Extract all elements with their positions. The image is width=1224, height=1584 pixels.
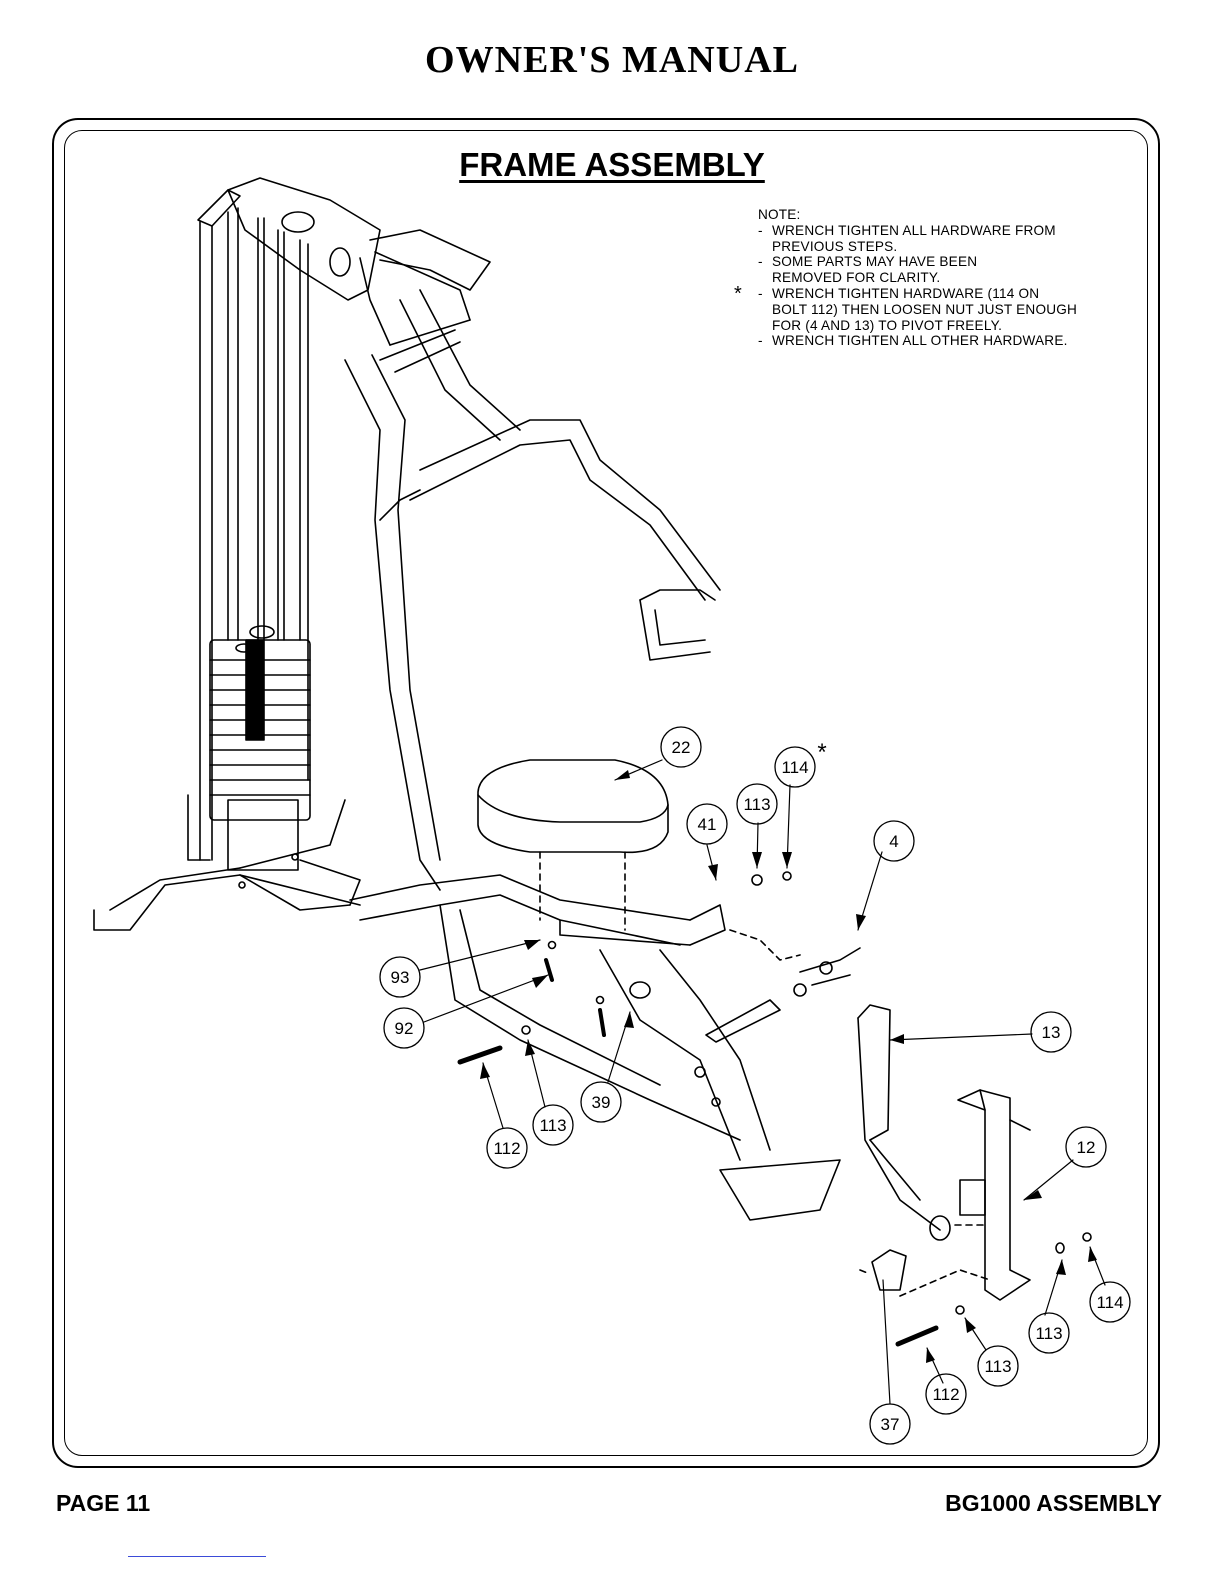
note-line: PREVIOUS STEPS. (772, 238, 898, 254)
callout-114 (774, 746, 816, 788)
callout-leaders (419, 759, 1106, 1405)
callout-label: 113 (1035, 1324, 1062, 1343)
note-item: * - WRENCH TIGHTEN HARDWARE (114 ON BOLT… (734, 284, 1138, 333)
weight-stack-plates (209, 625, 311, 871)
lower-frame (349, 874, 841, 1221)
note-item: - WRENCH TIGHTEN ALL HARDWARE FROM PREVI… (758, 223, 1138, 255)
weight-stack-tower (197, 189, 309, 861)
callout-label: 4 (889, 832, 898, 851)
product-footer: BG1000 ASSEMBLY (945, 1490, 1162, 1516)
callout-label: 113 (743, 795, 770, 814)
callout-4 (873, 820, 915, 862)
callout-37 (869, 1403, 911, 1445)
callout-label: 113 (984, 1357, 1011, 1376)
note-line: FOR (4 AND 13) TO PIVOT FREELY. (772, 317, 1003, 333)
callout-label: 37 (881, 1415, 900, 1434)
callout-label: 92 (395, 1019, 414, 1038)
callout-112 (486, 1127, 528, 1169)
hardware-parts (457, 871, 1092, 1347)
note-dash: - (758, 222, 763, 238)
callout-asterisk: * (817, 739, 826, 766)
note-line: SOME PARTS MAY HAVE BEEN (772, 254, 978, 270)
callout-13 (1030, 1011, 1072, 1053)
seat-pad (477, 759, 669, 931)
note-line: WRENCH TIGHTEN ALL HARDWARE FROM (772, 222, 1056, 238)
main-upright-frame (344, 289, 721, 891)
callout-label: 112 (493, 1139, 520, 1158)
callout-113 (1028, 1312, 1070, 1354)
callout-22 (660, 726, 702, 768)
callout-label: 114 (781, 758, 808, 777)
note-dash: - (758, 285, 763, 301)
base-frame (93, 794, 361, 931)
note-line: REMOVED FOR CLARITY. (772, 270, 941, 286)
callout-label: 114 (1096, 1293, 1123, 1312)
manual-title: OWNER'S MANUAL (425, 39, 799, 81)
note-heading: NOTE: (758, 207, 801, 222)
callout-labels: 22 114 * 113 41 4 93 92 13 39 113 112 12… (391, 738, 1124, 1434)
assembly-note: NOTE: - WRENCH TIGHTEN ALL HARDWARE FROM… (734, 207, 1138, 349)
callout-label: 39 (592, 1093, 611, 1112)
callout-93 (379, 956, 421, 998)
note-item: - WRENCH TIGHTEN ALL OTHER HARDWARE. (758, 333, 1138, 349)
note-line: WRENCH TIGHTEN ALL OTHER HARDWARE. (772, 333, 1068, 349)
section-title: FRAME ASSEMBLY (459, 146, 765, 183)
callout-label: 93 (391, 968, 410, 987)
callout-label: 13 (1042, 1023, 1061, 1042)
page-number: PAGE 11 (56, 1490, 151, 1516)
note-line: WRENCH TIGHTEN HARDWARE (114 ON (772, 285, 1040, 301)
part-12-upright (954, 1089, 1031, 1301)
callout-113 (736, 783, 778, 825)
callout-92 (383, 1007, 425, 1049)
note-dash: - (758, 333, 763, 349)
callout-113 (532, 1104, 574, 1146)
callout-41 (686, 803, 728, 845)
note-line: BOLT 112) THEN LOOSEN NUT JUST ENOUGH (772, 301, 1078, 317)
callouts (379, 726, 1131, 1445)
callout-label: 113 (539, 1116, 566, 1135)
callout-label: 112 (932, 1385, 959, 1404)
callout-113 (977, 1345, 1019, 1387)
upper-pulley-assembly (227, 177, 491, 373)
note-item: - SOME PARTS MAY HAVE BEEN REMOVED FOR C… (758, 254, 1138, 286)
callout-label: 12 (1077, 1138, 1096, 1157)
leg-pivot-arm (705, 929, 991, 1297)
callout-114 (1089, 1281, 1131, 1323)
link-underline (128, 1556, 266, 1557)
callout-label: 22 (672, 738, 691, 757)
arrowheads (480, 770, 1097, 1363)
callout-label: 41 (698, 815, 717, 834)
diagram-inner-border (64, 130, 1148, 1456)
diagram-border (52, 118, 1160, 1468)
asterisk-icon: * (734, 282, 742, 305)
callout-112 (925, 1373, 967, 1415)
note-dash: - (758, 254, 763, 270)
callout-12 (1065, 1126, 1107, 1168)
callout-39 (580, 1081, 622, 1123)
